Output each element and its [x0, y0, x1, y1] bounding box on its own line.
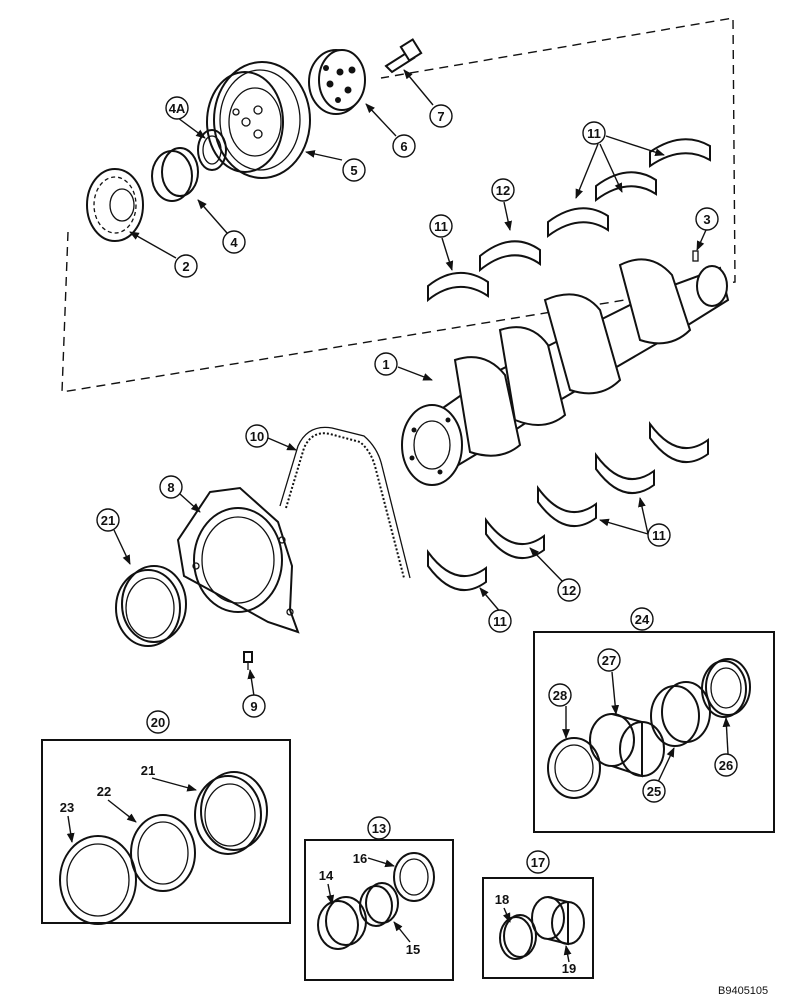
callout-7: 7: [429, 104, 453, 128]
crankshaft-gear: [86, 168, 144, 242]
callout-25: 25: [642, 779, 666, 803]
svg-text:15: 15: [406, 942, 420, 957]
svg-text:24: 24: [635, 612, 650, 627]
svg-text:21: 21: [101, 513, 115, 528]
callout-6: 6: [392, 134, 416, 158]
callout-5: 5: [342, 158, 366, 182]
kit-24-parts: [547, 658, 751, 799]
crankshaft-pulley: [206, 61, 311, 179]
callout-9: 9: [242, 694, 266, 718]
callout-13: 13: [367, 816, 391, 840]
svg-text:7: 7: [437, 109, 444, 124]
kit-17-box: [482, 877, 594, 979]
callout-21-main: 21: [96, 508, 120, 532]
svg-text:17: 17: [531, 855, 545, 870]
svg-text:22: 22: [97, 784, 111, 799]
svg-text:12: 12: [562, 583, 576, 598]
callout-4: 4: [222, 230, 246, 254]
callout-24: 24: [630, 607, 654, 631]
rear-seal-housing: [176, 486, 300, 634]
svg-text:11: 11: [434, 219, 448, 234]
callout-11-right: 11: [647, 523, 671, 547]
svg-text:14: 14: [319, 868, 334, 883]
svg-text:5: 5: [350, 163, 357, 178]
label-19: 19: [562, 961, 576, 976]
kit-20-seals: [59, 771, 268, 925]
svg-text:6: 6: [400, 139, 407, 154]
callout-12-bottom: 12: [557, 578, 581, 602]
svg-text:12: 12: [496, 183, 510, 198]
svg-text:3: 3: [703, 212, 710, 227]
callout-27: 27: [597, 648, 621, 672]
kit-13-box: [304, 839, 454, 981]
svg-text:4A: 4A: [169, 101, 186, 116]
callout-1: 1: [374, 352, 398, 376]
document-id: B9405105: [718, 985, 768, 997]
label-21-kit: 21: [141, 763, 155, 778]
crankshaft-key: [692, 250, 699, 262]
label-14: 14: [319, 868, 334, 883]
label-15: 15: [406, 942, 420, 957]
callout-8: 8: [159, 475, 183, 499]
callout-2: 2: [174, 254, 198, 278]
callout-17: 17: [526, 850, 550, 874]
svg-text:21: 21: [141, 763, 155, 778]
svg-text:27: 27: [602, 653, 616, 668]
front-group-dashed-outline: [61, 17, 736, 393]
kit-17-parts: [499, 896, 585, 960]
svg-text:23: 23: [60, 800, 74, 815]
callout-28: 28: [548, 683, 572, 707]
callout-11-left: 11: [429, 214, 453, 238]
callout-10: 10: [245, 424, 269, 448]
callout-4a: 4A: [165, 96, 189, 120]
label-22: 22: [97, 784, 111, 799]
leader-lines: [66, 69, 731, 963]
callout-20: 20: [146, 710, 170, 734]
svg-text:10: 10: [250, 429, 264, 444]
callout-11-bottom: 11: [488, 609, 512, 633]
svg-text:1: 1: [382, 357, 389, 372]
callout-26: 26: [714, 753, 738, 777]
callout-3: 3: [695, 207, 719, 231]
wear-sleeve: [151, 147, 199, 202]
callout-11-top: 11: [582, 121, 606, 145]
label-16: 16: [353, 851, 367, 866]
svg-text:28: 28: [553, 688, 567, 703]
pulley-bolt: [384, 38, 423, 74]
upper-bearing-shells: [427, 138, 711, 303]
svg-text:18: 18: [495, 892, 509, 907]
svg-text:11: 11: [587, 126, 601, 141]
svg-text:25: 25: [647, 784, 661, 799]
kit-24-box: [533, 631, 775, 833]
label-18: 18: [495, 892, 509, 907]
svg-text:11: 11: [493, 614, 507, 629]
svg-text:26: 26: [719, 758, 733, 773]
kit-13-parts: [317, 852, 435, 950]
svg-text:9: 9: [250, 699, 257, 714]
svg-text:19: 19: [562, 961, 576, 976]
kit-20-box: [41, 739, 291, 924]
housing-screw: [243, 651, 253, 670]
svg-text:13: 13: [372, 821, 386, 836]
svg-text:20: 20: [151, 715, 165, 730]
svg-text:16: 16: [353, 851, 367, 866]
rear-seal: [115, 565, 187, 647]
rear-gasket: [285, 432, 405, 579]
callout-12-top: 12: [491, 178, 515, 202]
label-23: 23: [60, 800, 74, 815]
svg-text:2: 2: [182, 259, 189, 274]
svg-text:8: 8: [167, 480, 174, 495]
crankshaft: [401, 258, 730, 486]
vibration-damper: [308, 49, 366, 115]
svg-text:11: 11: [652, 528, 666, 543]
svg-text:4: 4: [230, 235, 238, 250]
